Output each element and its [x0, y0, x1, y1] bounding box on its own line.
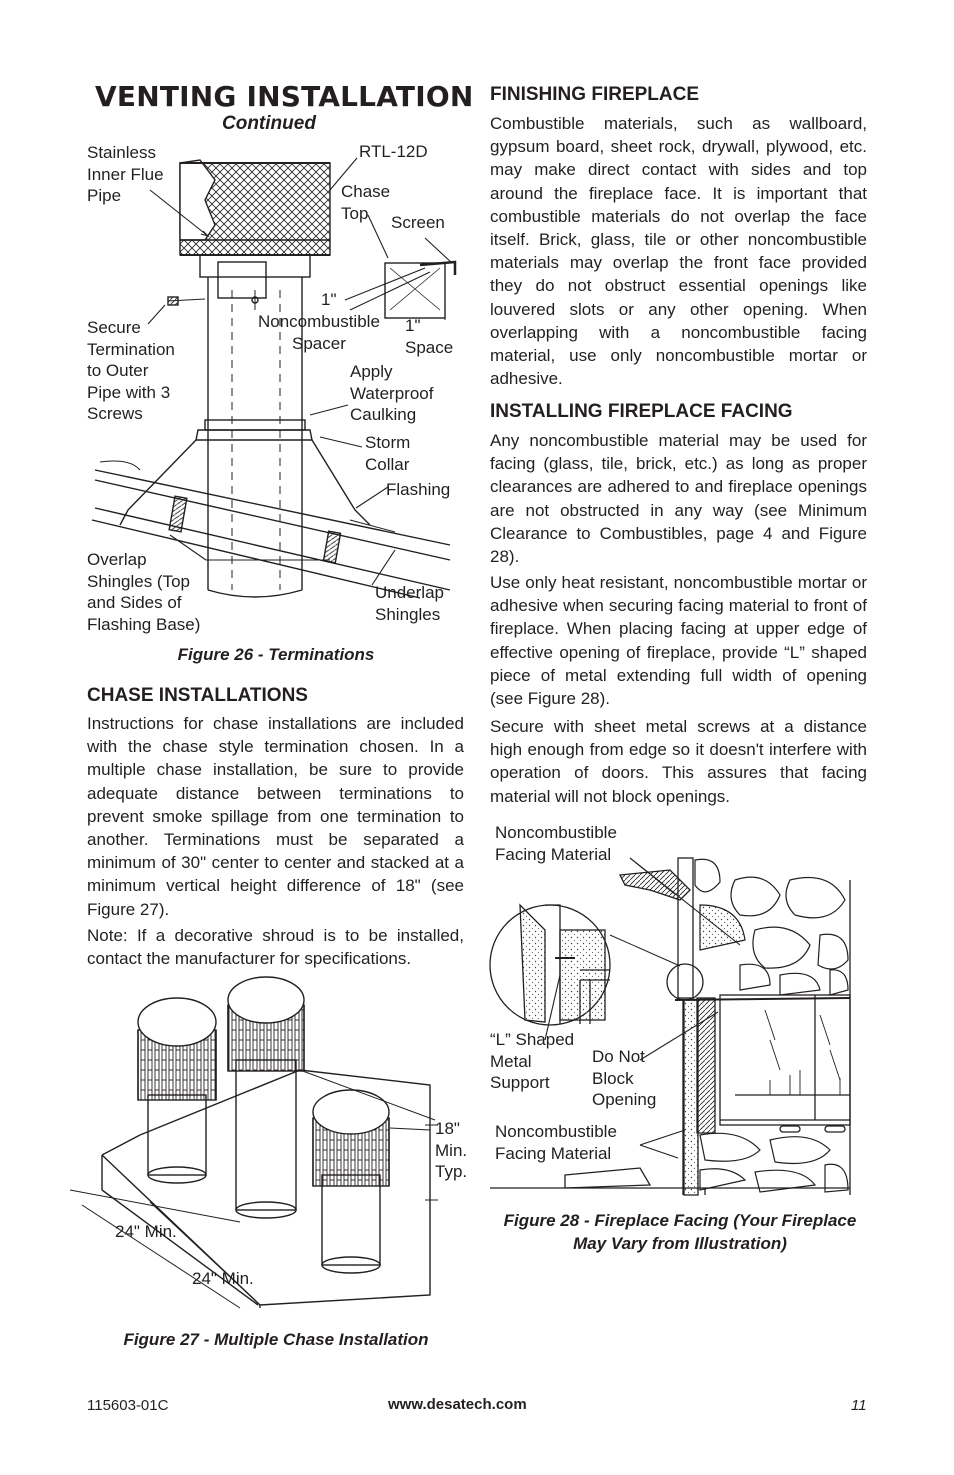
label-stainless-pipe: Stainless Inner Flue Pipe: [87, 143, 164, 206]
label-one-inch: 1": [321, 290, 337, 309]
chase-paragraph-1: Instructions for chase installations are…: [87, 714, 464, 919]
label-noncombustible-facing-bottom: Noncombustible Facing Material: [495, 1122, 617, 1163]
page-title: VENTING INSTALLATION: [95, 80, 474, 113]
label-24-min-b: 24" Min.: [192, 1269, 254, 1288]
figure28-drawing: [489, 857, 851, 1196]
label-noncombustible-spacer: Noncombustible Spacer: [258, 311, 380, 354]
figure27-drawing: [69, 976, 438, 1309]
label-one-inch-space: 1" Space: [405, 316, 454, 357]
finishing-paragraph: Combustible materials, such as wallboard…: [490, 114, 867, 389]
label-24-min-a: 24" Min.: [115, 1222, 177, 1241]
figure26-caption: Figure 26 - Terminations: [177, 645, 375, 664]
label-rtl-12d: RTL-12D: [359, 142, 428, 161]
facing-heading: INSTALLING FIREPLACE FACING: [490, 401, 793, 422]
label-storm-collar: Storm Collar: [365, 433, 411, 474]
label-chase-top: Chase Top: [341, 182, 391, 223]
website-link[interactable]: www.desatech.com: [388, 1396, 527, 1413]
label-secure-termination: Secure Termination to Outer Pipe with 3 …: [87, 318, 175, 424]
label-do-not-block: Do Not Block Opening: [592, 1047, 657, 1110]
label-flashing: Flashing: [386, 480, 451, 499]
finishing-heading: FINISHING FIREPLACE: [490, 84, 700, 105]
label-noncombustible-spacer-text: Noncombustible Spacer: [258, 312, 380, 353]
figure27-caption: Figure 27 - Multiple Chase Installation: [123, 1330, 429, 1349]
doc-number: 115603-01C: [87, 1397, 169, 1414]
page-subtitle: Continued: [222, 113, 316, 134]
label-apply-caulking: Apply Waterproof Caulking: [350, 362, 434, 425]
facing-paragraph-1: Any noncombustible material may be used …: [490, 431, 867, 567]
facing-paragraph-3: Secure with sheet metal screws at a dist…: [490, 717, 867, 806]
label-18-min: 18" Min. Typ.: [435, 1119, 468, 1182]
facing-paragraph-2: Use only heat resistant, noncombustible …: [490, 573, 867, 709]
label-overlap-shingles: Overlap Shingles (Top and Sides of Flash…: [87, 550, 201, 634]
chase-heading: CHASE INSTALLATIONS: [87, 685, 308, 706]
label-underlap-shingles: Underlap Shingles: [375, 583, 444, 624]
page-number: 11: [851, 1397, 867, 1414]
label-l-shaped-support: “L” Shaped Metal Support: [490, 1030, 575, 1093]
label-screen: Screen: [391, 213, 445, 232]
figure28-caption: Figure 28 - Fireplace Facing (Your Firep…: [503, 1211, 857, 1253]
chase-paragraph-2: Note: If a decorative shroud is to be in…: [87, 926, 464, 969]
label-noncombustible-facing-top: Noncombustible Facing Material: [495, 823, 617, 864]
figure26-drawing: [91, 157, 457, 599]
